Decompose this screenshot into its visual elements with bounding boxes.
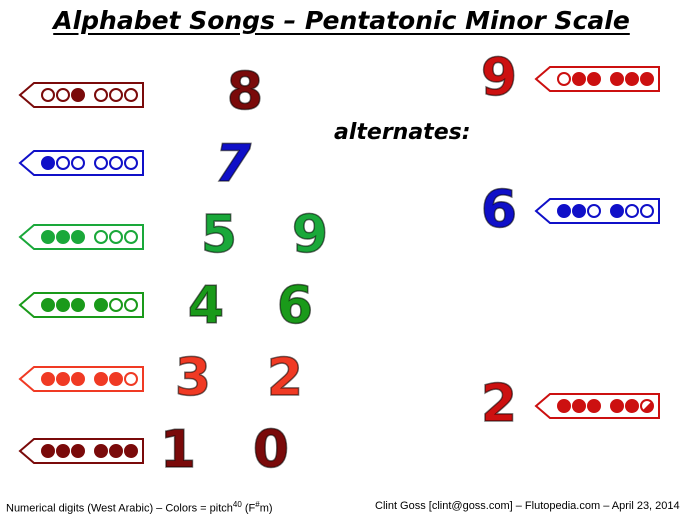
finger-hole-open bbox=[56, 156, 70, 170]
finger-hole-open bbox=[124, 230, 138, 244]
finger-hole-closed bbox=[572, 399, 586, 413]
finger-hole-closed bbox=[572, 204, 586, 218]
digit-9: 9 bbox=[291, 204, 329, 266]
finger-hole-closed bbox=[56, 298, 70, 312]
finger-hole-closed bbox=[41, 444, 55, 458]
alternates-label: alternates: bbox=[334, 120, 471, 145]
footer-sharp: # bbox=[255, 500, 260, 509]
flute-fingering-right-2 bbox=[534, 198, 660, 224]
finger-hole-closed bbox=[41, 230, 55, 244]
finger-hole-closed bbox=[71, 298, 85, 312]
page-title: Alphabet Songs – Pentatonic Minor Scale bbox=[53, 6, 630, 35]
finger-hole-open bbox=[56, 88, 70, 102]
digit-3: 3 bbox=[174, 347, 212, 409]
alternate-digit-9: 9 bbox=[480, 47, 518, 109]
finger-hole-open bbox=[109, 298, 123, 312]
digit-4: 4 bbox=[187, 275, 225, 337]
finger-hole-closed bbox=[587, 72, 601, 86]
flute-fingering-right-3 bbox=[534, 393, 660, 419]
finger-hole-closed bbox=[109, 372, 123, 386]
digit-7: 7 bbox=[214, 133, 252, 195]
finger-hole-open bbox=[94, 156, 108, 170]
flute-fingering-right-1 bbox=[534, 66, 660, 92]
finger-hole-half-cover bbox=[642, 401, 653, 412]
finger-hole-open bbox=[41, 88, 55, 102]
digit-0: 0 bbox=[252, 419, 290, 481]
finger-hole-closed bbox=[56, 372, 70, 386]
finger-hole-open bbox=[124, 372, 138, 386]
finger-hole-closed bbox=[71, 88, 85, 102]
footer-paren-close: m) bbox=[259, 502, 273, 515]
footer-left: Numerical digits (West Arabic) – Colors … bbox=[6, 500, 273, 515]
finger-hole-open bbox=[124, 298, 138, 312]
alternate-digit-2: 2 bbox=[480, 373, 518, 435]
finger-hole-closed bbox=[41, 372, 55, 386]
finger-hole-closed bbox=[71, 230, 85, 244]
finger-hole-open bbox=[109, 88, 123, 102]
finger-hole-closed bbox=[109, 444, 123, 458]
finger-hole-closed bbox=[557, 399, 571, 413]
finger-hole-closed bbox=[56, 230, 70, 244]
digit-5: 5 bbox=[200, 204, 238, 266]
finger-hole-open bbox=[94, 88, 108, 102]
finger-hole-closed bbox=[587, 399, 601, 413]
finger-hole-open bbox=[94, 230, 108, 244]
footer-left-text: Numerical digits (West Arabic) – Colors … bbox=[6, 502, 233, 515]
finger-hole-closed bbox=[94, 372, 108, 386]
finger-hole-open bbox=[625, 204, 639, 218]
finger-hole-closed bbox=[625, 72, 639, 86]
flute-fingering-left-4 bbox=[18, 292, 144, 318]
digit-2: 2 bbox=[266, 347, 304, 409]
finger-hole-closed bbox=[557, 204, 571, 218]
finger-hole-closed bbox=[610, 399, 624, 413]
finger-hole-closed bbox=[71, 372, 85, 386]
finger-hole-open bbox=[71, 156, 85, 170]
digit-1: 1 bbox=[159, 419, 197, 481]
finger-hole-closed bbox=[124, 444, 138, 458]
digit-6: 6 bbox=[276, 275, 314, 337]
footer-paren-open: (F bbox=[241, 502, 256, 515]
flute-fingering-left-3 bbox=[18, 224, 144, 250]
flute-fingering-left-2 bbox=[18, 150, 144, 176]
finger-hole-open bbox=[109, 156, 123, 170]
finger-hole-closed bbox=[640, 72, 654, 86]
digit-8: 8 bbox=[226, 61, 264, 123]
flute-fingering-left-5 bbox=[18, 366, 144, 392]
finger-hole-closed bbox=[94, 298, 108, 312]
finger-hole-closed bbox=[572, 72, 586, 86]
finger-hole-closed bbox=[71, 444, 85, 458]
finger-hole-closed bbox=[610, 72, 624, 86]
alternate-digit-6: 6 bbox=[480, 179, 518, 241]
finger-hole-closed bbox=[41, 298, 55, 312]
finger-hole-closed bbox=[610, 204, 624, 218]
footer-superscript: 40 bbox=[232, 500, 242, 509]
finger-hole-closed bbox=[56, 444, 70, 458]
flute-fingering-left-6 bbox=[18, 438, 144, 464]
finger-hole-closed bbox=[94, 444, 108, 458]
finger-hole-open bbox=[557, 72, 571, 86]
flute-fingering-left-1 bbox=[18, 82, 144, 108]
finger-hole-open bbox=[124, 156, 138, 170]
finger-hole-closed bbox=[625, 399, 639, 413]
finger-hole-closed bbox=[41, 156, 55, 170]
finger-hole-open bbox=[640, 204, 654, 218]
finger-hole-open bbox=[124, 88, 138, 102]
finger-hole-open bbox=[109, 230, 123, 244]
finger-hole-open bbox=[587, 204, 601, 218]
footer-right: Clint Goss [clint@goss.com] – Flutopedia… bbox=[375, 500, 680, 512]
